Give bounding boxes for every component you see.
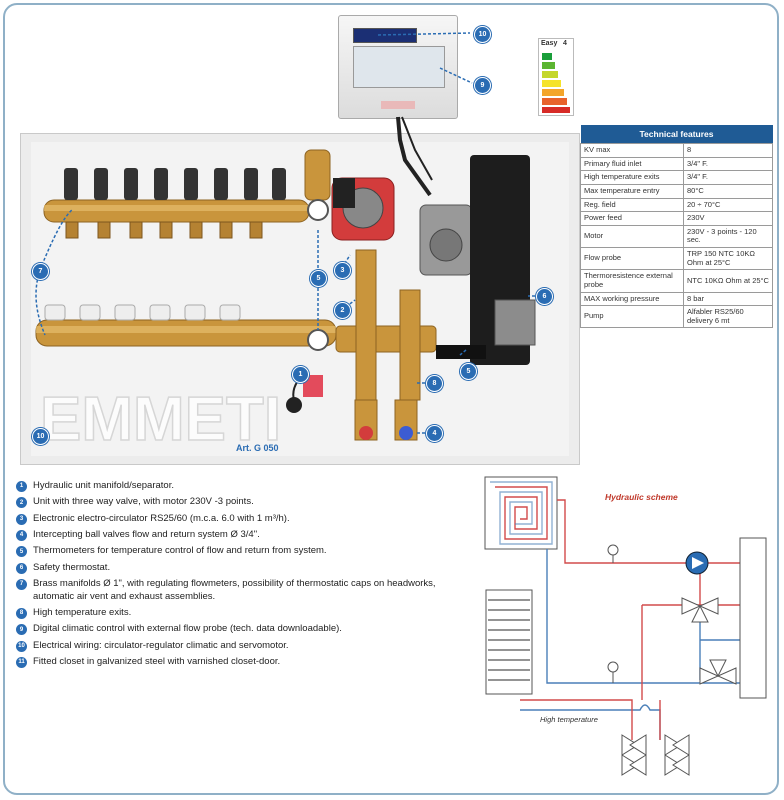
callout-badge: 10 — [32, 428, 49, 445]
item-number-badge: 5 — [16, 546, 27, 558]
list-item: 3 Electronic electro-circulator RS25/60 (… — [16, 513, 456, 526]
feature-name: Reg. field — [580, 197, 684, 213]
item-text: Hydraulic unit manifold/separator. — [33, 480, 174, 491]
item-text: Intercepting ball valves flow and return… — [33, 528, 260, 540]
hydraulic-scheme-title: Hydraulic scheme — [605, 492, 678, 502]
callout-badge: 10 — [474, 26, 491, 43]
list-item: 1 Hydraulic unit manifold/separator. — [16, 480, 456, 493]
item-number-badge: 3 — [16, 513, 27, 525]
feature-value: 3/4" F. — [683, 170, 773, 185]
item-number-badge: 7 — [16, 578, 27, 590]
callout-badge: 7 — [32, 263, 49, 280]
list-item: 8 High temperature exits. — [16, 607, 456, 620]
energy-label: Easy 4 — [538, 38, 574, 116]
item-text: Electronic electro-circulator RS25/60 (m… — [33, 512, 290, 524]
item-text: Electrical wiring: circulator-regulator … — [33, 639, 289, 651]
feature-name: Motor — [580, 224, 684, 249]
item-text: Unit with three way valve, with motor 23… — [33, 496, 254, 508]
callout-badge: 3 — [334, 262, 351, 279]
callout-badge: 8 — [426, 375, 443, 392]
table-title: Technical features — [580, 125, 773, 144]
item-text: High temperature exits. — [33, 607, 132, 618]
callout-badge: 1 — [292, 366, 309, 383]
page-frame — [3, 3, 779, 795]
item-number-badge: 9 — [16, 624, 27, 636]
callout-badge: 2 — [334, 302, 351, 319]
item-number-badge: 6 — [16, 562, 27, 574]
feature-value: Alfabler RS25/60 delivery 6 mt — [683, 305, 773, 329]
list-item: 5 Thermometers for temperature control of… — [16, 545, 456, 558]
feature-name: KV max — [580, 143, 684, 158]
energy-label-title: Easy — [541, 40, 558, 47]
feature-value: 8 — [683, 143, 773, 158]
item-number-badge: 1 — [16, 481, 27, 492]
item-text: Thermometers for temperature control of … — [33, 545, 327, 557]
article-code: Art. G 050 — [236, 443, 279, 453]
feature-name: Pump — [580, 305, 684, 329]
list-item: 11 Fitted closet in galvanized steel with… — [16, 656, 456, 669]
item-number-badge: 10 — [16, 640, 27, 652]
energy-label-class: 4 — [563, 40, 567, 47]
callout-badge: 5 — [310, 270, 327, 287]
callout-badge: 5 — [460, 363, 477, 380]
list-item: 10 Electrical wiring: circulator-regulato… — [16, 640, 456, 653]
feature-name: Primary fluid inlet — [580, 156, 684, 172]
item-number-badge: 4 — [16, 529, 27, 541]
callout-badge: 4 — [426, 425, 443, 442]
list-item: 4 Intercepting ball valves flow and retur… — [16, 529, 456, 542]
component-legend: 1 Hydraulic unit manifold/separator. 2 Unit… — [16, 480, 456, 672]
feature-name: Flow probe — [580, 246, 684, 271]
feature-name: Power feed — [580, 211, 684, 226]
control-panel — [353, 46, 445, 88]
feature-value: 230V — [683, 211, 773, 226]
item-text: Fitted closet in galvanized steel with v… — [33, 655, 281, 667]
list-item: 2 Unit with three way valve, with motor 2… — [16, 496, 456, 509]
list-item: 9 Digital climatic control with external … — [16, 623, 456, 636]
svg-text:EMMETI: EMMETI — [40, 385, 281, 454]
brand-logo — [381, 101, 415, 109]
feature-value: TRP 150 NTC 10KΩ Ohm at 25°C — [683, 246, 773, 271]
high-temperature-label: High temperature — [540, 715, 598, 724]
feature-name: Thermoresistence external probe — [580, 269, 684, 293]
item-text: Brass manifolds Ø 1", with regulating fl… — [33, 577, 436, 602]
feature-name: MAX working pressure — [580, 291, 684, 307]
feature-value: 8 bar — [683, 291, 773, 307]
feature-value: 80°C — [683, 183, 773, 199]
feature-name: High temperature exits — [580, 170, 684, 185]
feature-value: NTC 10KΩ Ohm at 25°C — [683, 269, 773, 293]
item-number-badge: 8 — [16, 608, 27, 619]
item-text: Digital climatic control with external f… — [33, 623, 342, 635]
feature-value: 230V - 3 points - 120 sec. — [683, 224, 773, 249]
callout-badge: 9 — [474, 77, 491, 94]
item-number-badge: 11 — [16, 656, 27, 668]
list-item: 7 Brass manifolds Ø 1", with regulating f… — [16, 578, 456, 604]
feature-name: Max temperature entry — [580, 183, 684, 199]
item-text: Safety thermostat. — [33, 561, 111, 573]
list-item: 6 Safety thermostat. — [16, 562, 456, 575]
callout-badge: 6 — [536, 288, 553, 305]
feature-value: 20 ÷ 70°C — [683, 197, 773, 213]
feature-value: 3/4" F. — [683, 156, 773, 172]
item-number-badge: 2 — [16, 497, 27, 509]
